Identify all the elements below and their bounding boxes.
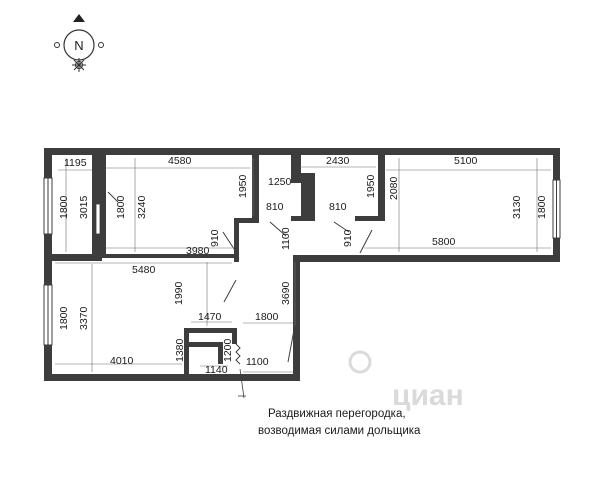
door-swing-4 [333, 221, 350, 233]
dim-3015: 3015 [78, 195, 90, 219]
sliding-partition-icon [235, 343, 241, 365]
compass-west-marker [54, 42, 60, 48]
compass-north-arrow-icon [73, 14, 85, 22]
dim-1800-lower: 1800 [58, 306, 70, 330]
windows [43, 177, 561, 346]
compass-east-marker [98, 42, 104, 48]
dim-810-b: 810 [329, 201, 347, 213]
dim-4010: 4010 [110, 355, 134, 367]
watermark: циан [348, 350, 464, 412]
door-swing-2 [222, 231, 237, 253]
dim-1800-left: 1800 [58, 195, 70, 219]
dim-1250: 1250 [268, 176, 292, 188]
dim-1100-b: 1100 [246, 356, 269, 368]
note-line-1: Раздвижная перегородка, [268, 408, 406, 420]
dim-910-a: 910 [209, 229, 221, 247]
walls [44, 148, 560, 381]
watermark-text: циан [392, 379, 464, 412]
sun-icon [72, 58, 86, 72]
watermark-logo-icon [348, 350, 372, 374]
door-swing-6 [223, 279, 237, 303]
dim-1380: 1380 [174, 338, 186, 362]
dim-1800-bed: 1800 [115, 195, 127, 219]
dim-1950-b: 1950 [365, 174, 377, 198]
dim-1950-a: 1950 [237, 174, 249, 198]
dim-1800-right: 1800 [536, 195, 548, 219]
dim-3690: 3690 [280, 281, 292, 305]
dim-1140: 1140 [205, 364, 228, 376]
doors [107, 191, 373, 399]
dim-1195: 1195 [64, 157, 87, 169]
door-swing-3 [269, 221, 287, 237]
dim-4580: 4580 [168, 155, 192, 167]
dim-1100-a: 1100 [280, 227, 292, 250]
dim-1990: 1990 [173, 281, 185, 305]
window-inner [95, 203, 101, 235]
leader-line [239, 368, 245, 399]
dim-3130: 3130 [511, 195, 523, 219]
compass-label: N [74, 38, 83, 53]
dim-3240: 3240 [136, 195, 148, 219]
dimension-lines [55, 158, 551, 373]
dim-1470: 1470 [198, 311, 222, 323]
door-swing-7 [287, 329, 295, 363]
note-line-2: возводимая силами дольщика [258, 425, 421, 437]
dim-5480: 5480 [132, 264, 156, 276]
compass: N [54, 14, 104, 72]
dim-3980: 3980 [186, 245, 210, 257]
dim-1200: 1200 [222, 338, 234, 362]
dim-2080: 2080 [388, 176, 400, 200]
dimension-labels: 1195 4580 1250 2430 5100 810 810 3980 58… [58, 155, 548, 376]
dim-810-a: 810 [266, 201, 284, 213]
dim-3370: 3370 [78, 306, 90, 330]
dim-910-b: 910 [342, 229, 354, 247]
dim-5100: 5100 [454, 155, 478, 167]
dim-1800-mid: 1800 [255, 311, 279, 323]
dim-5800: 5800 [432, 236, 456, 248]
dim-2430: 2430 [326, 155, 350, 167]
door-swing-1 [107, 191, 119, 203]
door-swing-5 [359, 229, 373, 254]
